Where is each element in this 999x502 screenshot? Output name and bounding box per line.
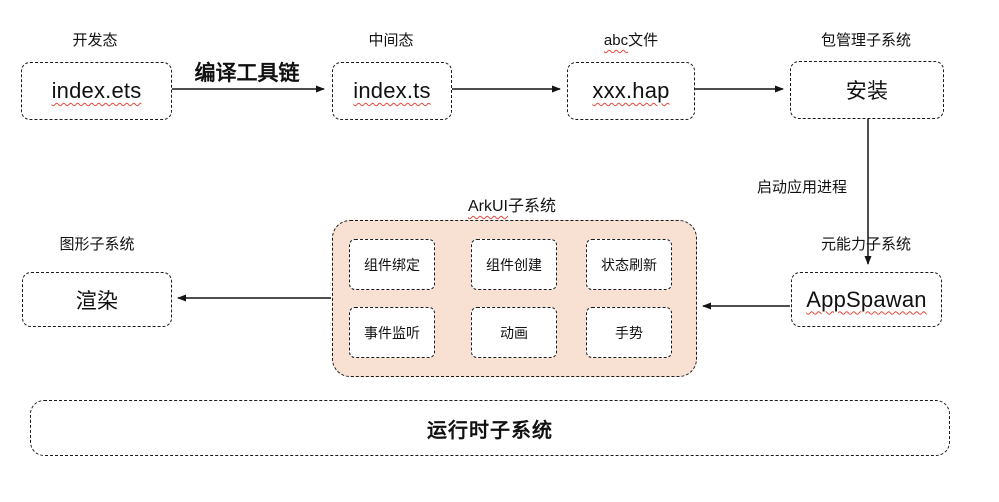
node-render: 渲染: [22, 272, 172, 327]
arkui-label-suffix: 子系统: [507, 198, 557, 215]
abc-file-label-prefix: abc: [603, 32, 629, 49]
intermediate-state-label: 中间态: [368, 32, 414, 49]
subnode-event-listening: 事件监听: [349, 307, 435, 358]
dev-state-label: 开发态: [72, 32, 118, 49]
node-install: 安装: [790, 61, 944, 119]
node-index-ts: index.ts: [332, 62, 452, 120]
abc-file-label-suffix: 文件: [628, 32, 659, 49]
graphics-subsystem-label: 图形子系统: [59, 236, 135, 253]
node-index-ts-text: index.ts: [353, 78, 431, 103]
node-index-ets-text: index.ets: [51, 78, 142, 103]
node-xxx-hap: xxx.hap: [567, 62, 695, 120]
node-render-text: 渲染: [75, 289, 119, 313]
launch-process-label: 启动应用进程: [756, 179, 848, 196]
package-manager-label: 包管理子系统: [820, 32, 912, 49]
toolchain-arrow-label: 编译工具链: [194, 62, 300, 85]
runtime-subsystem-text: 运行时子系统: [427, 419, 553, 442]
subnode-gesture: 手势: [586, 307, 672, 358]
arkui-container: 组件绑定 组件创建 状态刷新 事件监听 动画 手势: [332, 220, 697, 377]
arkui-label-prefix: ArkUI: [467, 198, 508, 215]
subnode-animation: 动画: [471, 307, 557, 358]
arkui-subsystem-label: ArkUI子系统: [468, 192, 556, 216]
abc-file-label: abc文件: [604, 29, 658, 50]
node-xxx-hap-text: xxx.hap: [592, 78, 670, 103]
node-appspawan-text: AppSpawan: [806, 286, 927, 312]
subnode-component-creation: 组件创建: [471, 239, 557, 290]
node-appspawan: AppSpawan: [791, 272, 942, 327]
runtime-subsystem-box: 运行时子系统: [30, 400, 950, 456]
node-install-text: 安装: [845, 80, 889, 103]
subnode-state-refresh: 状态刷新: [586, 239, 672, 290]
subnode-component-binding: 组件绑定: [349, 239, 435, 290]
ability-subsystem-label: 元能力子系统: [820, 236, 912, 253]
node-index-ets: index.ets: [21, 62, 172, 120]
